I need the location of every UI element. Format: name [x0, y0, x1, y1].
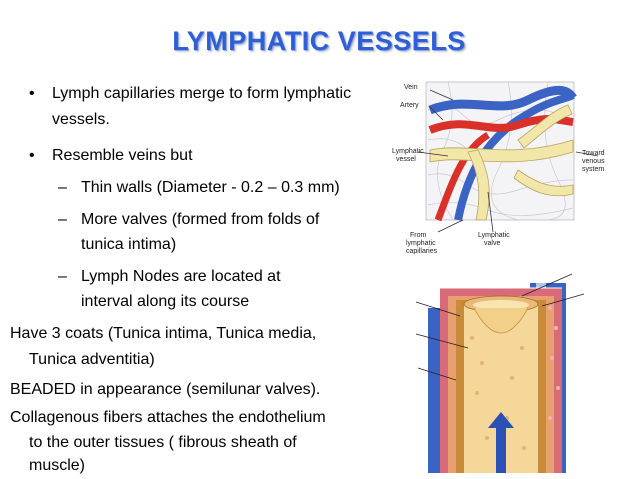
para-coats-line-2: Tunica adventitia): [29, 351, 155, 368]
dash-marker: –: [58, 211, 67, 228]
label-from-2: lymphatic: [406, 240, 436, 247]
sub-bullet-2-line-1: More valves (formed from folds of: [81, 211, 320, 228]
label-lymphatic-vessel-2: vessel: [396, 156, 416, 163]
label-from-3: capillaries: [406, 248, 438, 255]
label-toward-3: system: [582, 166, 605, 173]
bullet-1-line-2: vessels.: [52, 111, 110, 128]
label-valve-2: valve: [484, 240, 501, 247]
sub-bullet-2-line-2: tunica intima): [81, 236, 177, 253]
vessel-network-illustration: [417, 81, 599, 233]
sub-bullet-3-line-1: Lymph Nodes are located at: [81, 268, 281, 285]
label-from-1: From: [410, 232, 427, 239]
bullet-marker: •: [29, 147, 35, 164]
para-collagen-line-1: Collagenous fibers attaches the endothel…: [10, 409, 326, 426]
label-valve-1: Lymphatic: [478, 232, 510, 239]
label-vein: Vein: [404, 84, 418, 91]
label-toward-1: Toward: [582, 150, 605, 157]
label-lymphatic-vessel-1: Lymphatic: [392, 148, 424, 155]
dash-marker: –: [58, 179, 67, 196]
label-artery: Artery: [400, 102, 419, 109]
para-coats-line-1: Have 3 coats (Tunica intima, Tunica medi…: [10, 325, 317, 342]
para-beaded: BEADED in appearance (semilunar valves).: [10, 381, 321, 398]
vessel-wall-diagram: [412, 268, 592, 473]
sub-bullet-1: Thin walls (Diameter - 0.2 – 0.3 mm): [81, 179, 340, 196]
para-collagen-line-3: muscle): [29, 457, 86, 474]
vessel-network-diagram: Vein Artery Lymphatic vessel Toward veno…: [368, 80, 630, 260]
vessel-wall-illustration: [415, 273, 585, 473]
bullet-marker: •: [29, 85, 35, 102]
label-toward-2: venous: [582, 158, 605, 165]
slide-title: LYMPHATIC VESSELS: [172, 26, 466, 56]
dash-marker: –: [58, 268, 67, 285]
sub-bullet-3-line-2: interval along its course: [81, 293, 250, 310]
bullet-2: Resemble veins but: [52, 147, 193, 164]
para-collagen-line-2: to the outer tissues ( fibrous sheath of: [29, 434, 297, 451]
bullet-1-line-1: Lymph capillaries merge to form lymphati…: [52, 85, 352, 102]
